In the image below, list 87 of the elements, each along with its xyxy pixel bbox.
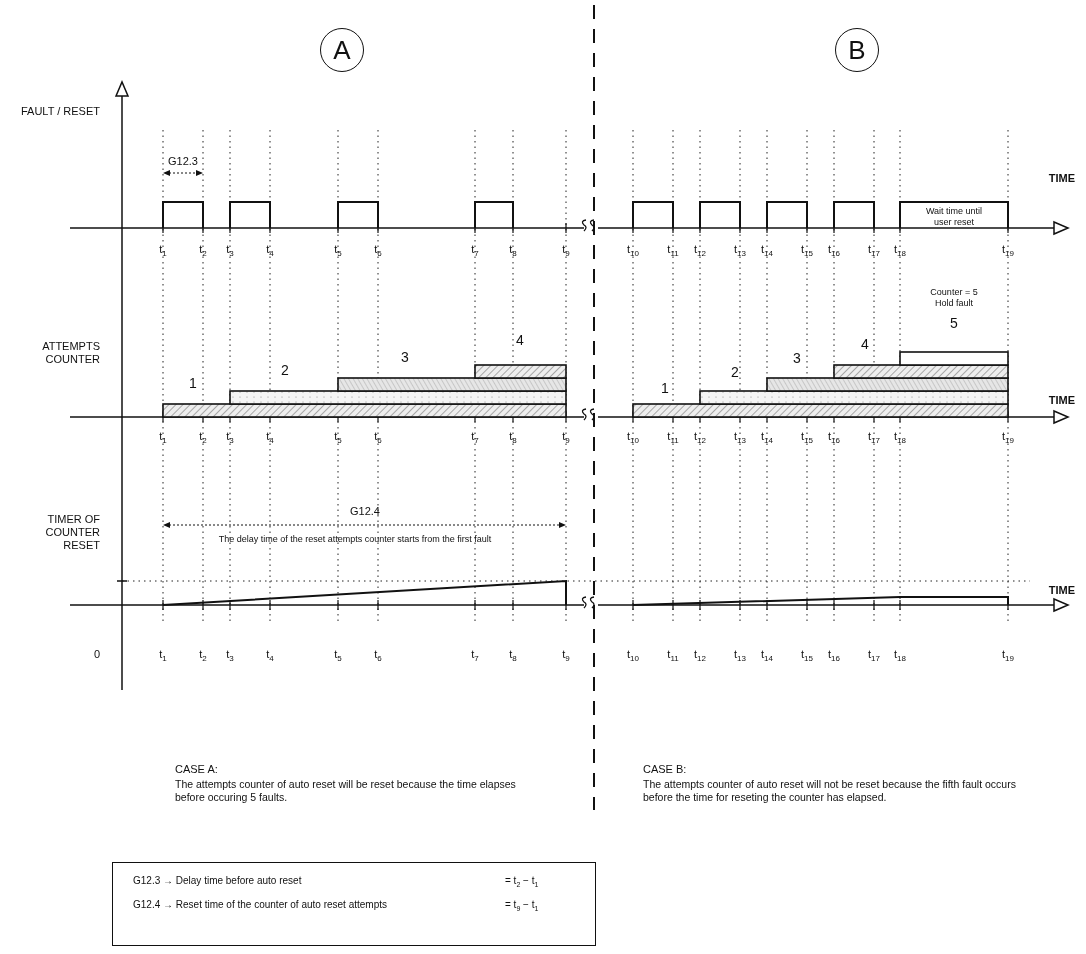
axis-title: TIME (1048, 394, 1075, 408)
counter-value: 3 (793, 350, 801, 367)
counter-value: 2 (281, 362, 289, 379)
time-label: t$_{14}$ (761, 243, 773, 259)
axis-title: ATTEMPTS COUNTER (41, 340, 100, 367)
time-label: t$_{1}$ (159, 648, 167, 664)
formula-text: = t$_{2}$ − t$_{1}$ (505, 875, 539, 888)
counter-value: 4 (861, 336, 869, 353)
counter-value: 3 (401, 349, 409, 366)
time-label: t$_{17}$ (868, 430, 880, 446)
time-label: t$_{16}$ (828, 243, 840, 259)
time-label: t$_{7}$ (471, 243, 479, 259)
counter-value: 1 (189, 375, 197, 392)
time-label: t$_{4}$ (266, 430, 274, 446)
time-label: t$_{10}$ (627, 243, 639, 259)
dimension-label: G12.4 (350, 505, 380, 519)
legend-text: G12.3 → Delay time before auto reset (133, 875, 302, 886)
axis-title: FAULT / RESET (20, 105, 100, 119)
time-label: t$_{2}$ (199, 430, 207, 446)
time-label: t$_{8}$ (509, 430, 517, 446)
time-label: t$_{3}$ (226, 243, 234, 259)
time-label: t$_{6}$ (374, 430, 382, 446)
time-label: t$_{1}$ (159, 243, 167, 259)
time-label: t$_{18}$ (894, 430, 906, 446)
time-label: t$_{18}$ (894, 648, 906, 664)
time-label: t$_{5}$ (334, 243, 342, 259)
time-label: t$_{12}$ (694, 243, 706, 259)
time-label: t$_{2}$ (199, 243, 207, 259)
time-label: t$_{14}$ (761, 430, 773, 446)
counter-value: 4 (516, 332, 524, 349)
time-label: t$_{18}$ (894, 243, 906, 259)
time-label: t$_{19}$ (1002, 648, 1014, 664)
time-label: t$_{17}$ (868, 648, 880, 664)
time-label: t$_{19}$ (1002, 243, 1014, 259)
time-label: t$_{11}$ (667, 648, 679, 664)
time-label: t$_{11}$ (667, 430, 679, 446)
dimension-label: The delay time of the reset attempts counter starts from the first fault (218, 534, 492, 545)
time-label: t$_{5}$ (334, 430, 342, 446)
legend-text: G12.4 → Reset time of the counter of auto reset attempts (133, 899, 388, 910)
time-label: t$_{16}$ (828, 648, 840, 664)
dimension-label: G12.3 (168, 155, 198, 169)
time-label: t$_{7}$ (471, 648, 479, 664)
time-label: t$_{14}$ (761, 648, 773, 664)
time-label: t$_{13}$ (734, 243, 746, 259)
axis-label: 0 (93, 648, 100, 662)
time-label: t$_{9}$ (562, 430, 570, 446)
time-label: t$_{12}$ (694, 648, 706, 664)
time-label: t$_{19}$ (1002, 430, 1014, 446)
time-label: t$_{4}$ (266, 243, 274, 259)
time-label: t$_{7}$ (471, 430, 479, 446)
time-label: t$_{4}$ (266, 648, 274, 664)
time-label: t$_{9}$ (562, 648, 570, 664)
time-label: t$_{3}$ (226, 430, 234, 446)
case-heading: CASE B: (643, 763, 687, 777)
axis-title: TIME (1048, 172, 1075, 186)
counter-value: 2 (731, 364, 739, 381)
time-label: t$_{10}$ (627, 430, 639, 446)
time-label: t$_{11}$ (667, 243, 679, 259)
time-label: t$_{6}$ (374, 243, 382, 259)
case-description: The attempts counter of auto reset will be reset because the time elapses before occuring 5 faults. (175, 778, 517, 804)
formula-text: = t$_{9}$ − t$_{1}$ (505, 899, 539, 912)
case-heading: CASE A: (175, 763, 218, 777)
time-label: t$_{5}$ (334, 648, 342, 664)
pulse-label: Wait time until user reset (924, 206, 984, 228)
time-label: t$_{16}$ (828, 430, 840, 446)
time-label: t$_{3}$ (226, 648, 234, 664)
counter-value: 1 (661, 380, 669, 397)
legend-box (112, 862, 596, 946)
time-label: t$_{15}$ (801, 430, 813, 446)
axis-title: TIMER OF COUNTER RESET (44, 513, 100, 553)
axis-title: TIME (1048, 584, 1075, 598)
time-label: t$_{9}$ (562, 243, 570, 259)
time-label: t$_{10}$ (627, 648, 639, 664)
time-label: t$_{15}$ (801, 243, 813, 259)
time-label: t$_{17}$ (868, 243, 880, 259)
time-label: t$_{1}$ (159, 430, 167, 446)
time-label: t$_{8}$ (509, 243, 517, 259)
counter-value: 5 (950, 315, 958, 332)
case-description: The attempts counter of auto reset will not be reset because the fifth fault occurs before the time for reseting the counter has elapsed. (643, 778, 1017, 804)
time-label: t$_{13}$ (734, 430, 746, 446)
time-label: t$_{6}$ (374, 648, 382, 664)
time-label: t$_{8}$ (509, 648, 517, 664)
counter-note: Counter = 5 Hold fault (929, 287, 979, 309)
time-label: t$_{15}$ (801, 648, 813, 664)
time-label: t$_{12}$ (694, 430, 706, 446)
time-label: t$_{2}$ (199, 648, 207, 664)
time-label: t$_{13}$ (734, 648, 746, 664)
